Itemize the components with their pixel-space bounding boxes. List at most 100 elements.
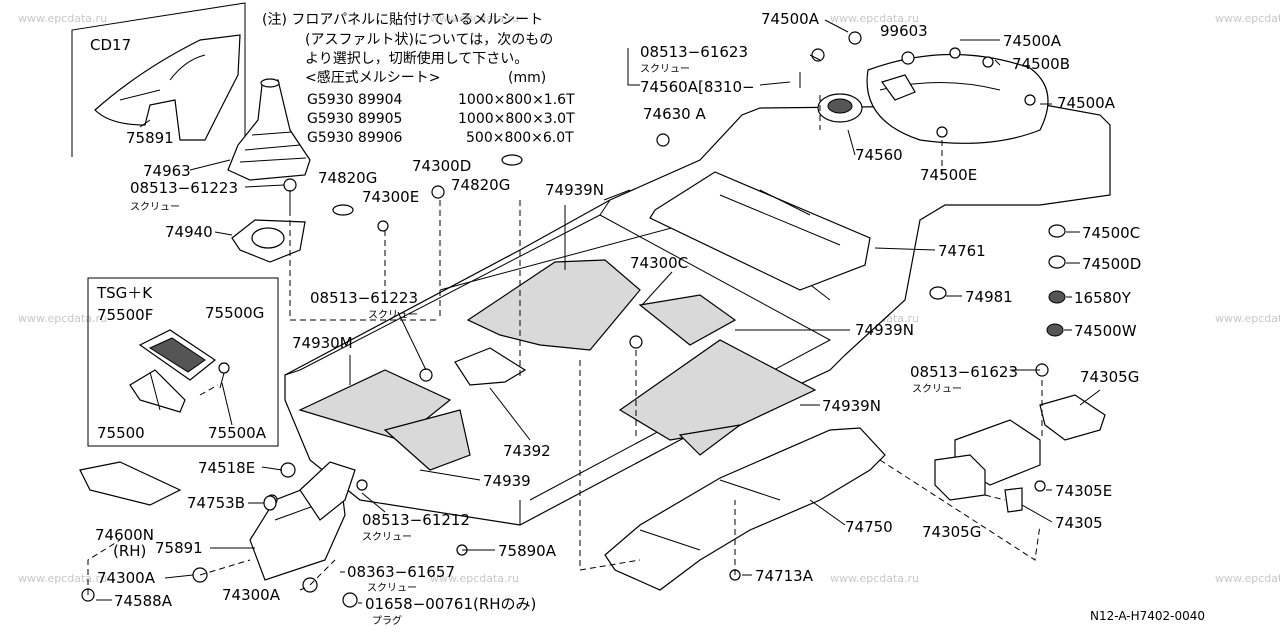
part-label: 74305G bbox=[922, 523, 981, 541]
part-label: 74500E bbox=[920, 166, 977, 184]
part-label: 75891 bbox=[155, 539, 203, 557]
watermark: www.epcdata.ru bbox=[830, 12, 919, 25]
part-label: 74600N bbox=[95, 526, 154, 544]
part-label: 74939N bbox=[545, 181, 604, 199]
part-label: 74305 bbox=[1055, 514, 1103, 532]
part-label: 74305E bbox=[1055, 482, 1112, 500]
part-labels: 75891 74963 08513−61223 スクリュー 74940 7482… bbox=[95, 10, 1141, 627]
note-unit: (mm) bbox=[508, 70, 546, 86]
part-label: 74630 A bbox=[643, 105, 706, 123]
part-label: スクリュー bbox=[362, 531, 412, 543]
part-label: 74300A bbox=[222, 586, 281, 604]
shift-bracket bbox=[231, 178, 306, 263]
part-label: 74820G bbox=[318, 169, 377, 187]
watermark: www.epcdata.ru bbox=[18, 572, 107, 585]
note-size: 500×800×6.0T bbox=[466, 130, 574, 146]
part-label: 74560 bbox=[855, 146, 903, 164]
part-label: 74963 bbox=[143, 162, 191, 180]
leader-lines bbox=[96, 19, 1101, 604]
note-code: G5930 89906 bbox=[307, 130, 403, 146]
note-size: 1000×800×1.6T bbox=[458, 92, 575, 108]
part-label: 08513−61623 bbox=[910, 363, 1018, 381]
assembly-lines bbox=[87, 95, 1043, 595]
note-block: (注) フロアパネルに貼付けているメルシート (アスファルト状)については，次の… bbox=[262, 12, 575, 146]
note-code: G5930 89905 bbox=[307, 111, 402, 127]
tsgk-inset: TSG＋K bbox=[87, 277, 279, 447]
watermark: www.epcdata.ru bbox=[430, 572, 519, 585]
part-label: 74761 bbox=[938, 242, 986, 260]
part-label: スクリュー bbox=[640, 63, 690, 75]
part-label: 74500C bbox=[1082, 224, 1140, 242]
part-label: 75891 bbox=[126, 129, 174, 147]
part-label: 74939 bbox=[483, 472, 531, 490]
part-label: 74305G bbox=[1080, 368, 1139, 386]
part-label: 74753B bbox=[187, 494, 245, 512]
part-label: 75500A bbox=[208, 424, 267, 442]
jack-bracket bbox=[817, 93, 863, 123]
part-label: 74300A bbox=[97, 569, 156, 587]
part-label: 74560A[8310− bbox=[640, 78, 755, 96]
note-size: 1000×800×3.0T bbox=[458, 111, 575, 127]
heat-insulator bbox=[604, 427, 886, 591]
part-label: スクリュー bbox=[367, 582, 417, 594]
part-label: 74500W bbox=[1074, 322, 1137, 340]
cd17-inset: CD17 bbox=[71, 2, 246, 157]
part-label: 74939N bbox=[855, 321, 914, 339]
part-label: 74820G bbox=[451, 176, 510, 194]
watermark: www.epcdata.ru bbox=[1215, 572, 1280, 585]
part-label: 74392 bbox=[503, 442, 551, 460]
part-label: (RH) bbox=[113, 542, 146, 560]
note-line: <感圧式メルシート> bbox=[305, 69, 440, 86]
part-label: プラグ bbox=[372, 614, 402, 627]
part-label: 74940 bbox=[165, 223, 213, 241]
part-label: 75500G bbox=[205, 304, 264, 322]
part-label: 08513−61223 bbox=[310, 289, 418, 307]
tsgk-title: TSG＋K bbox=[96, 284, 153, 302]
part-label: 01658−00761(RHのみ) bbox=[365, 595, 536, 613]
document-code: N12-A-H7402-0040 bbox=[1090, 609, 1205, 623]
part-label: 74300E bbox=[362, 188, 419, 206]
part-label: 74500A bbox=[761, 10, 820, 28]
floor-mats bbox=[298, 259, 817, 471]
part-label: 75500 bbox=[97, 424, 145, 442]
cd17-title: CD17 bbox=[90, 36, 131, 54]
part-label: 08513−61212 bbox=[362, 511, 470, 529]
part-label: 99603 bbox=[880, 22, 928, 40]
note-line: (アスファルト状)については，次のもの bbox=[305, 32, 553, 48]
left-wheelhouse bbox=[79, 461, 356, 581]
part-label: 75500F bbox=[97, 306, 153, 324]
rear-crossmember bbox=[649, 171, 871, 291]
part-label: 74500D bbox=[1082, 255, 1141, 273]
part-label: 74300C bbox=[630, 254, 688, 272]
part-label: 75890A bbox=[498, 542, 557, 560]
watermark: www.epcdata.ru bbox=[18, 312, 107, 325]
watermark: www.epcdata.ru bbox=[18, 12, 107, 25]
part-label: 74588A bbox=[114, 592, 173, 610]
part-label: 08513−61623 bbox=[640, 43, 748, 61]
part-label: 74518E bbox=[198, 459, 255, 477]
part-label: 74500A bbox=[1057, 94, 1116, 112]
part-label: スクリュー bbox=[912, 383, 962, 395]
watermark: www.epcdata.ru bbox=[430, 12, 519, 25]
spare-tire-well bbox=[866, 53, 1049, 144]
shift-boot bbox=[227, 78, 311, 181]
part-label: 74981 bbox=[965, 288, 1013, 306]
watermark: www.epcdata.ru bbox=[1215, 12, 1280, 25]
part-label: 16580Y bbox=[1074, 289, 1132, 307]
part-label: 74750 bbox=[845, 518, 893, 536]
note-line: より選択し，切断使用して下さい。 bbox=[305, 50, 528, 67]
tunnel-bracket bbox=[454, 347, 527, 386]
part-label: スクリュー bbox=[368, 309, 418, 321]
part-label: 74930M bbox=[292, 334, 353, 352]
note-line: (注) フロアパネルに貼付けているメルシート bbox=[262, 12, 543, 28]
ecu-bracket-group bbox=[934, 394, 1106, 513]
part-label: 74500A bbox=[1003, 32, 1062, 50]
part-label: 74500B bbox=[1012, 55, 1070, 73]
note-code: G5930 89904 bbox=[307, 92, 403, 108]
part-label: 74939N bbox=[822, 397, 881, 415]
part-label: 08363−61657 bbox=[347, 563, 455, 581]
part-label: スクリュー bbox=[130, 201, 180, 213]
watermark: www.epcdata.ru bbox=[830, 572, 919, 585]
